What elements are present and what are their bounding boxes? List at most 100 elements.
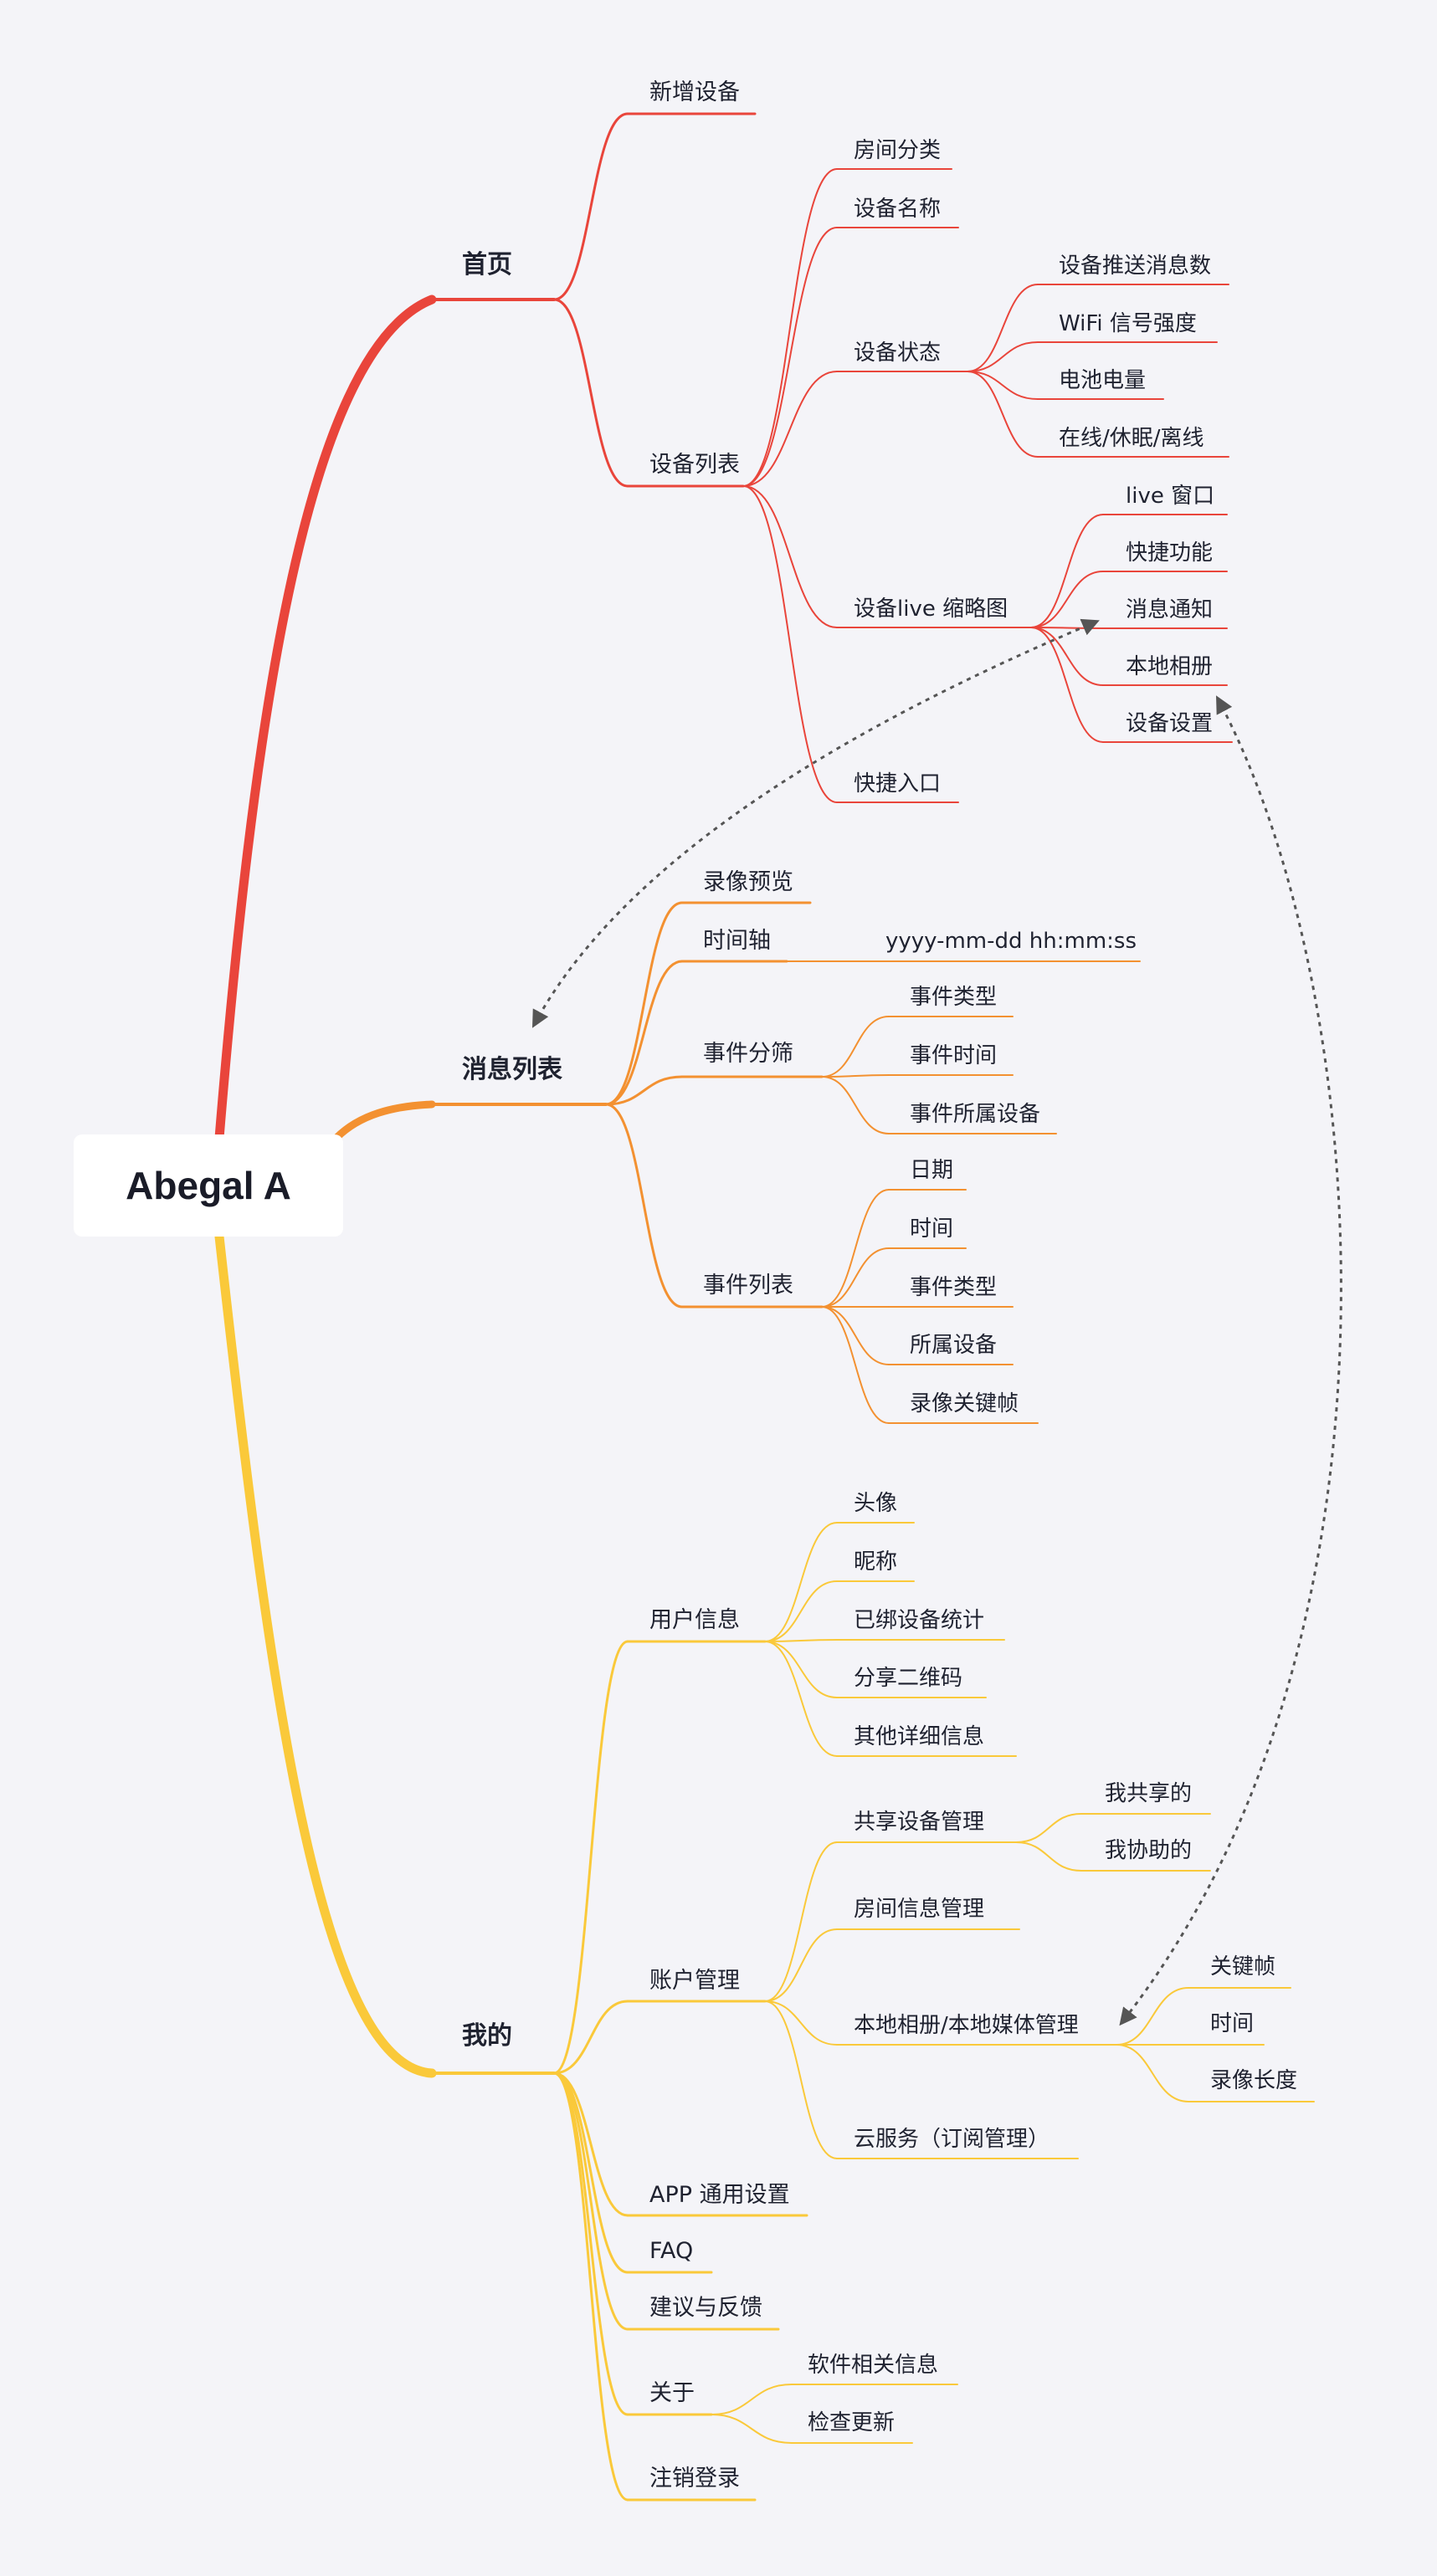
logout-link (552, 2072, 629, 2502)
topic-timeline[interactable]: 时间轴 (703, 928, 771, 954)
topic-nickname[interactable]: 昵称 (854, 1549, 898, 1575)
topic-list-keyframe[interactable]: 录像关键帧 (910, 1391, 1019, 1416)
topic-message-notify[interactable]: 消息通知 (1126, 597, 1214, 622)
user-info-link (552, 1640, 629, 2075)
topic-local-album[interactable]: 本地相册 (1126, 654, 1214, 679)
topic-device-name[interactable]: 设备名称 (854, 197, 942, 222)
topic-local-media[interactable]: 本地相册/本地媒体管理 (854, 2013, 1079, 2038)
battery-link (967, 371, 1039, 400)
filter-event-device-link (821, 1076, 890, 1134)
topic-event-list[interactable]: 事件列表 (703, 1273, 793, 1298)
topic-wifi-strength[interactable]: WiFi 信号强度 (1059, 311, 1197, 336)
account-management-link (552, 2000, 629, 2075)
topic-new-device[interactable]: 新增设备 (649, 79, 740, 105)
topic-avatar[interactable]: 头像 (854, 1491, 898, 1516)
topic-filter-event-device[interactable]: 事件所属设备 (910, 1102, 1041, 1127)
topic-shortcut-entry[interactable]: 快捷入口 (854, 771, 942, 796)
topic-event-filter[interactable]: 事件分筛 (703, 1041, 793, 1067)
topic-about[interactable]: 关于 (649, 2380, 695, 2406)
list-time-link (821, 1247, 890, 1308)
topic-room-info[interactable]: 房间信息管理 (854, 1897, 985, 1922)
filter-event-time-link (821, 1074, 890, 1078)
filter-event-type-link (821, 1016, 890, 1078)
branch-mine-trunk (214, 1232, 437, 2078)
message-notify-link (1030, 627, 1104, 629)
avatar-link (764, 1522, 838, 1642)
topic-device-settings[interactable]: 设备设置 (1126, 711, 1214, 736)
topic-video-preview[interactable]: 录像预览 (703, 869, 793, 895)
topic-online-state[interactable]: 在线/休眠/离线 (1059, 426, 1204, 451)
topic-timeline-format[interactable]: yyyy-mm-dd hh:mm:ss (885, 929, 1137, 954)
topic-message-list[interactable]: 消息列表 (462, 1055, 562, 1084)
live-window-link (1030, 514, 1104, 628)
connector-local-album-to-local-media (1119, 695, 1342, 2026)
room-category-link (742, 168, 838, 487)
topic-mine[interactable]: 我的 (462, 2021, 512, 2051)
topic-other-details[interactable]: 其他详细信息 (854, 1724, 985, 1749)
media-duration-link (1116, 2044, 1189, 2102)
cloud-service-link (764, 2000, 838, 2159)
topic-battery[interactable]: 电池电量 (1059, 368, 1147, 393)
new-device-link (552, 112, 629, 301)
topic-shared-by-me[interactable]: 我共享的 (1105, 1781, 1193, 1806)
topic-software-info[interactable]: 软件相关信息 (808, 2353, 939, 2378)
topic-check-update[interactable]: 检查更新 (808, 2410, 896, 2435)
branch-home-trunk (214, 294, 437, 1143)
topic-list-date[interactable]: 日期 (910, 1158, 954, 1183)
topic-user-info[interactable]: 用户信息 (649, 1607, 740, 1633)
about-link (552, 2072, 629, 2416)
topic-push-count[interactable]: 设备推送消息数 (1059, 254, 1212, 279)
shared-by-me-link (1015, 1813, 1082, 1843)
other-details-link (764, 1641, 838, 1757)
topic-shortcut-function[interactable]: 快捷功能 (1126, 540, 1214, 566)
topic-bound-stats[interactable]: 已绑设备统计 (854, 1608, 985, 1633)
nickname-link (764, 1580, 838, 1642)
list-device-link (821, 1306, 890, 1365)
video-preview-link (604, 901, 684, 1106)
topic-media-duration[interactable]: 录像长度 (1210, 2068, 1298, 2093)
topic-assisted-by-me[interactable]: 我协助的 (1105, 1838, 1193, 1863)
shortcut-entry-link (742, 485, 838, 803)
wifi-strength-link (967, 341, 1039, 372)
topic-live-window[interactable]: live 窗口 (1126, 484, 1215, 509)
topic-device-list[interactable]: 设备列表 (649, 452, 740, 478)
topic-home[interactable]: 首页 (462, 250, 512, 279)
shared-devices-link (764, 1841, 838, 2002)
assisted-by-me-link (1015, 1841, 1082, 1872)
topic-device-status[interactable]: 设备状态 (854, 341, 942, 366)
timeline-link (604, 960, 684, 1106)
topic-list-device[interactable]: 所属设备 (910, 1333, 998, 1358)
app-settings-link (552, 2072, 629, 2217)
list-date-link (821, 1189, 890, 1308)
device-list-link (552, 298, 629, 488)
topic-media-keyframe[interactable]: 关键帧 (1210, 1954, 1276, 1979)
topic-cloud-service[interactable]: 云服务（订阅管理） (854, 2127, 1050, 2152)
topic-account-management[interactable]: 账户管理 (649, 1968, 740, 1994)
topic-room-category[interactable]: 房间分类 (854, 138, 942, 163)
topic-filter-event-time[interactable]: 事件时间 (910, 1043, 998, 1068)
live-thumbnail-link (742, 485, 838, 628)
event-filter-link (604, 1075, 684, 1106)
topic-media-time[interactable]: 时间 (1210, 2011, 1255, 2036)
feedback-link (552, 2072, 629, 2331)
topic-feedback[interactable]: 建议与反馈 (649, 2295, 762, 2321)
topic-list-event-type[interactable]: 事件类型 (910, 1275, 998, 1300)
topic-list-time[interactable]: 时间 (910, 1216, 954, 1242)
event-list-link (604, 1103, 684, 1308)
topic-share-qr[interactable]: 分享二维码 (854, 1666, 963, 1691)
bound-stats-link (764, 1639, 838, 1642)
topic-app-settings[interactable]: APP 通用设置 (649, 2182, 790, 2208)
list-keyframe-link (821, 1306, 890, 1424)
topic-live-thumbnail[interactable]: 设备live 缩略图 (854, 597, 1008, 622)
media-keyframe-link (1116, 1987, 1189, 2046)
shortcut-function-link (1030, 571, 1104, 628)
topic-faq[interactable]: FAQ (649, 2238, 694, 2264)
topic-filter-event-type[interactable]: 事件类型 (910, 985, 998, 1010)
root-topic[interactable]: Abegal A (74, 1134, 343, 1237)
topic-shared-devices[interactable]: 共享设备管理 (854, 1810, 985, 1835)
topic-logout[interactable]: 注销登录 (649, 2466, 740, 2491)
share-qr-link (764, 1641, 838, 1698)
local-album-link (1030, 627, 1104, 686)
check-update-link (711, 2414, 793, 2444)
